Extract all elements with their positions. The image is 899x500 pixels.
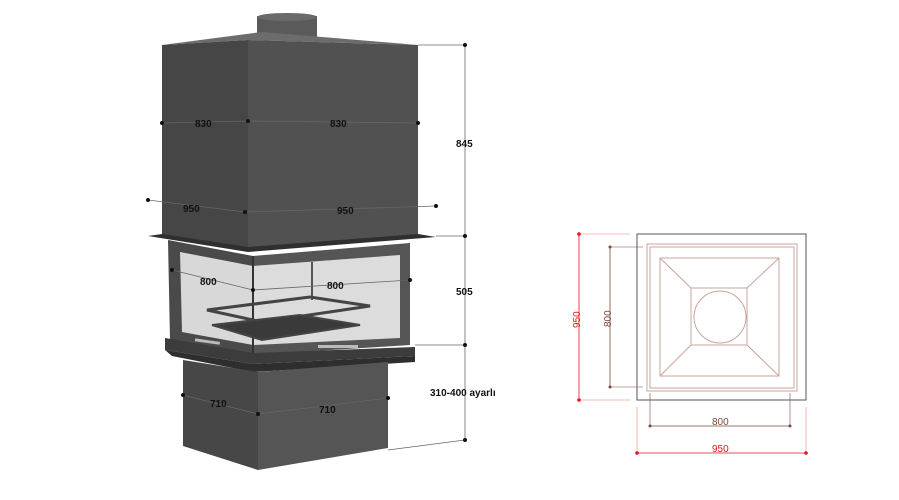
- base-ledge: [165, 338, 415, 364]
- plan-collar-square: [690, 287, 748, 346]
- plan-flange-square: [646, 243, 798, 392]
- glass-width-right-label: 800: [327, 281, 344, 292]
- base-ledge-edge: [165, 350, 415, 372]
- flange-width-left-label: 950: [183, 204, 200, 215]
- plan-view: 950 800 800 950: [572, 232, 808, 455]
- firebox-height-label: 505: [456, 287, 473, 298]
- plan-inner-width-label: 800: [712, 417, 729, 428]
- grate-floor: [211, 313, 361, 342]
- chimney-collar-top: [257, 13, 317, 21]
- dimension-lines: [146, 43, 467, 451]
- plan-hood-square: [659, 257, 780, 377]
- pedestal-left-face: [183, 360, 258, 470]
- flange-width-right-label: 950: [337, 206, 354, 217]
- base-height-note: 310-400 ayarlı: [430, 388, 496, 399]
- ash-drawer-handle-left[interactable]: [194, 338, 221, 345]
- fire-grate: [206, 295, 371, 324]
- plan-outer-width-label: 950: [712, 444, 729, 455]
- hood-right-face: [248, 40, 418, 250]
- plan-outer-height-label: 950: [572, 311, 583, 328]
- plan-outer-square: [636, 233, 807, 401]
- ash-drawer-handle[interactable]: [318, 345, 358, 348]
- plan-chimney-circle: [693, 290, 747, 344]
- glass-width-left-label: 800: [200, 277, 217, 288]
- hood-flange: [148, 234, 436, 252]
- pedestal-right-face: [258, 362, 388, 470]
- base-width-left-label: 710: [210, 399, 227, 410]
- hood-height-label: 845: [456, 139, 473, 150]
- dimension-labels: 830 830 845 950 950 800 800 505 310-400 …: [183, 119, 496, 416]
- hood-left-face: [162, 40, 248, 250]
- base-width-right-label: 710: [319, 405, 336, 416]
- hood-width-left-label: 830: [195, 119, 212, 130]
- hood-top: [162, 32, 418, 45]
- plan-inner-square: [649, 246, 795, 389]
- hood-width-right-label: 830: [330, 119, 347, 130]
- fireplace-3d-view: [148, 13, 436, 470]
- plan-inner-height-label: 800: [603, 310, 614, 327]
